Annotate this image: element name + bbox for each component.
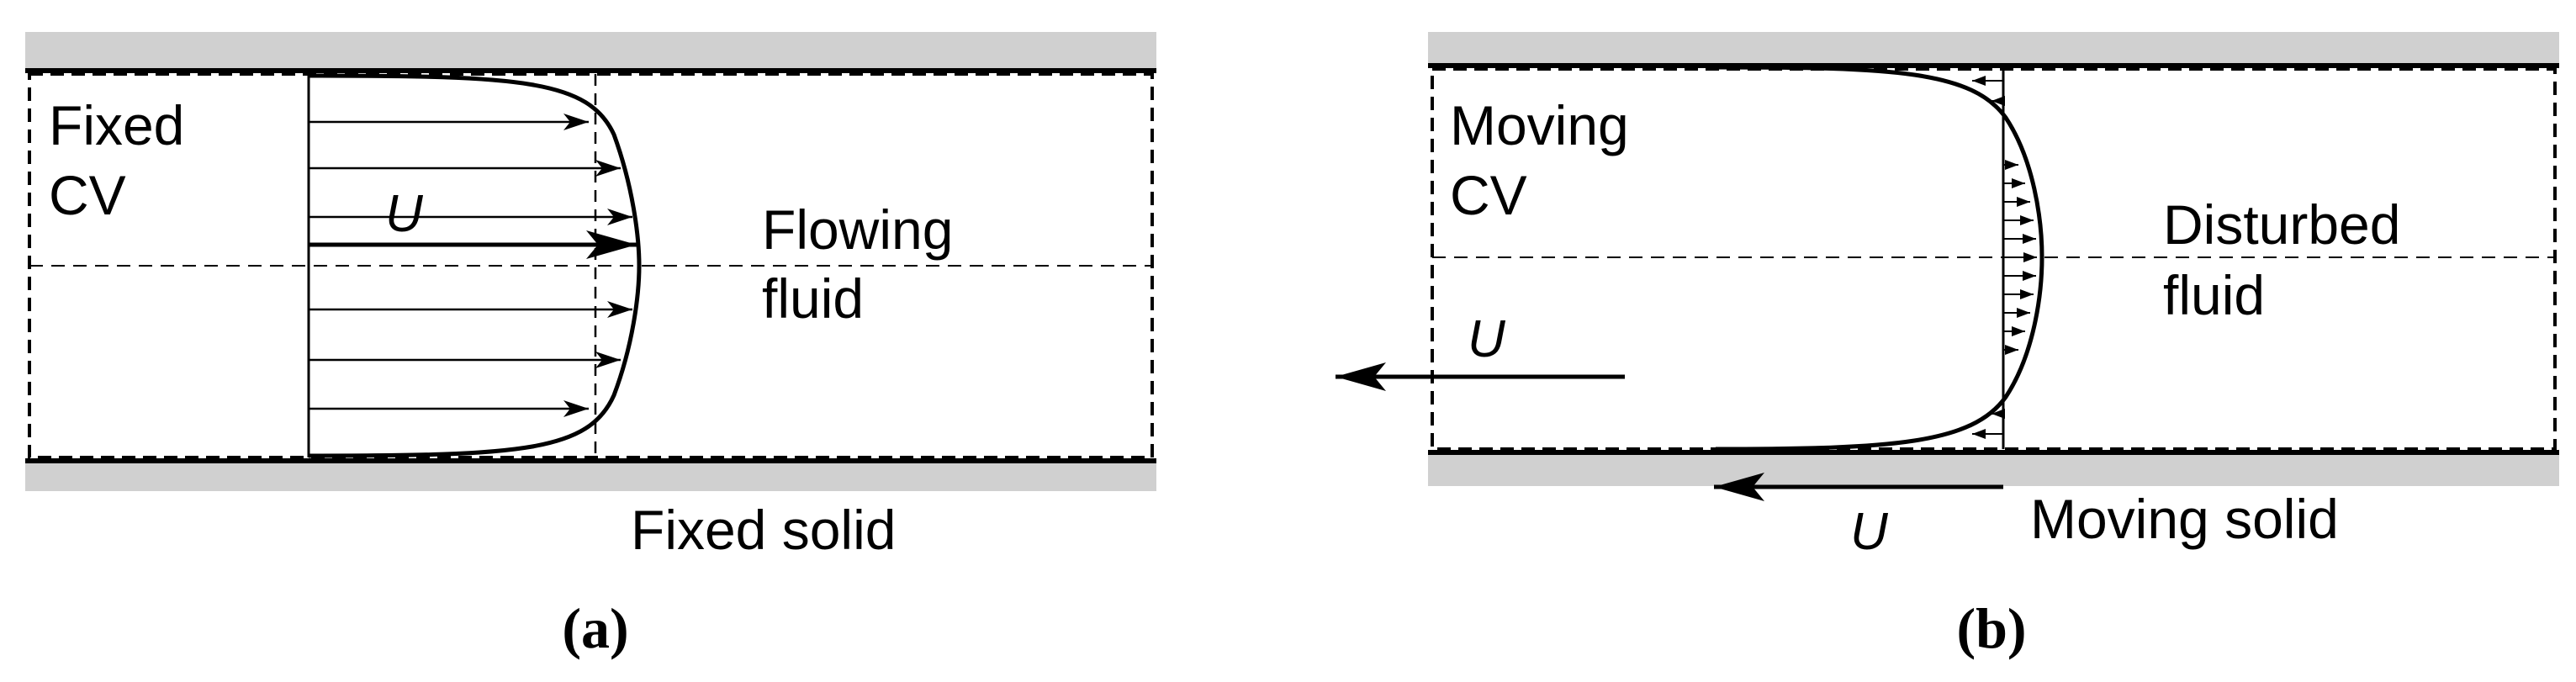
panel-b-velocity-profile [1715, 65, 2044, 452]
panel-b-wall-velocity-label: U [1850, 503, 1889, 561]
panel-a-velocity-arrows [309, 114, 637, 417]
panel-a-control-volume [28, 72, 1154, 459]
panel-b-velocity-arrows [1972, 76, 2037, 439]
panel-b-cv-velocity-label: U [1468, 310, 1506, 368]
panel-a-caption: (a) [562, 596, 628, 660]
panel-a: Fixed CV U Flowing fluid Fixed solid (a) [25, 32, 1156, 660]
panel-b-solid-label: Moving solid [2030, 488, 2339, 550]
panel-b-fluid-label-line2: fluid [2163, 264, 2265, 326]
panel-a-fluid-label-line2: fluid [762, 267, 864, 330]
panel-a-fluid-label-line1: Flowing [762, 198, 953, 261]
panel-a-velocity-profile [308, 73, 642, 458]
panel-a-bottom-wall [25, 461, 1156, 491]
panel-a-top-wall [25, 32, 1156, 71]
panel-b-cv-label-line1: Moving [1450, 94, 1629, 156]
panel-a-velocity-label: U [385, 185, 424, 243]
panel-b-fluid-label-line1: Disturbed [2163, 193, 2400, 256]
panel-b-bottom-wall [1428, 452, 2559, 486]
panel-b-cv-label-line2: CV [1450, 164, 1527, 226]
panel-b: Moving CV U Disturbed fluid U Moving sol… [1336, 32, 2559, 660]
panel-b-top-wall [1428, 32, 2559, 66]
panel-a-solid-label: Fixed solid [631, 499, 896, 561]
panel-b-caption: (b) [1956, 596, 2026, 660]
panel-a-cv-label-line1: Fixed [49, 94, 184, 156]
panel-a-cv-label-line2: CV [49, 164, 126, 226]
panel-b-control-volume [1431, 67, 2557, 451]
